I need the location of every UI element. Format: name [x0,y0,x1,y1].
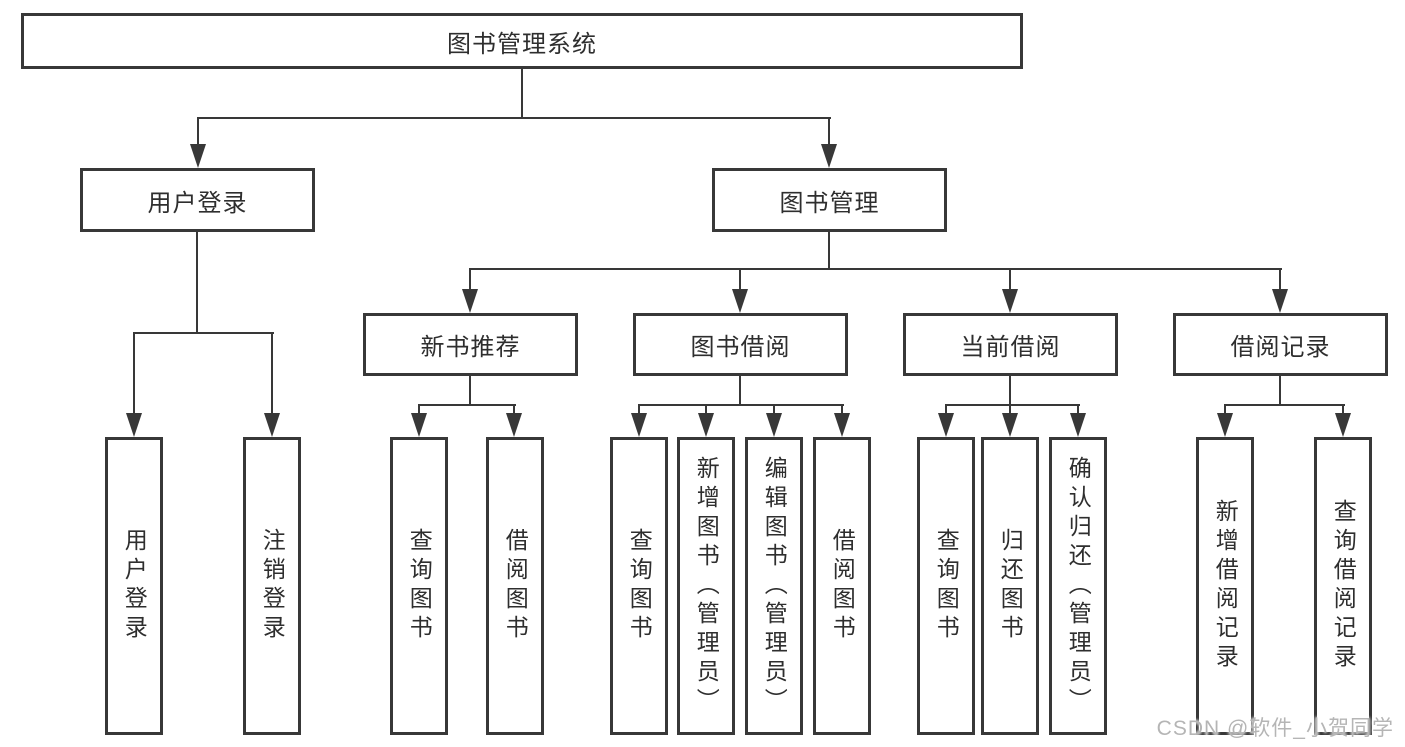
connector-drop-leaf [1077,404,1079,416]
arrow-down-icon [411,413,427,437]
node-current-borrow: 当前借阅 [903,313,1118,376]
arrow-down-icon [766,413,782,437]
node-leaf-borrow-book-borrow: 借阅图书 [813,437,871,735]
connector-borrow-record-bar [1224,404,1345,406]
node-user-login: 用户登录 [80,168,315,232]
node-leaf-query-book-recommend-label: 查询图书 [406,528,433,644]
connector-drop-leaf-logout [271,332,273,416]
connector-borrow-record-stem [1279,375,1281,406]
connector-drop-leaf [418,404,420,416]
arrow-down-icon [190,144,206,168]
node-new-book-recommend-label: 新书推荐 [420,334,521,361]
arrow-down-icon [1002,289,1018,313]
arrow-down-icon [938,413,954,437]
arrow-down-icon [1002,413,1018,437]
node-leaf-borrow-book-borrow-label: 借阅图书 [829,528,856,644]
node-leaf-confirm-return-admin: 确认归还（管理员） [1049,437,1107,735]
connector-drop-leaf [1009,404,1011,416]
arrow-down-icon [1217,413,1233,437]
node-leaf-query-book-borrow-label: 查询图书 [626,528,653,644]
node-leaf-add-borrow-record-label: 新增借阅记录 [1212,499,1239,673]
node-leaf-query-borrow-record-label: 查询借阅记录 [1330,499,1357,673]
connector-drop-leaf [638,404,640,416]
node-book-borrow: 图书借阅 [633,313,848,376]
connector-level2-bar [197,117,831,119]
connector-drop-leaf [841,404,843,416]
connector-new-book-recommend-stem [469,375,471,406]
arrow-down-icon [631,413,647,437]
connector-book-management-stem [828,230,830,270]
connector-book-borrow-bar [638,404,844,406]
arrow-down-icon [1272,289,1288,313]
connector-root-stem [521,69,523,119]
arrow-down-icon [126,413,142,437]
node-leaf-return-book-label: 归还图书 [997,528,1024,644]
connector-drop-leaf [1342,404,1344,416]
node-borrow-record: 借阅记录 [1173,313,1388,376]
node-leaf-query-book-current-label: 查询图书 [933,528,960,644]
node-leaf-add-book-admin: 新增图书（管理员） [677,437,735,735]
connector-drop-book-management [828,117,830,147]
node-leaf-user-login-label: 用户登录 [121,528,148,644]
arrow-down-icon [1070,413,1086,437]
node-leaf-logout-label: 注销登录 [259,528,286,644]
node-leaf-query-book-recommend: 查询图书 [390,437,448,735]
connector-current-borrow-stem [1009,375,1011,406]
node-leaf-query-book-current: 查询图书 [917,437,975,735]
arrow-down-icon [506,413,522,437]
connector-drop-new-book-recommend [469,268,471,292]
connector-book-borrow-stem [739,375,741,406]
arrow-down-icon [1335,413,1351,437]
connector-user-login-stem [196,230,198,334]
node-book-management-label: 图书管理 [779,189,880,217]
node-leaf-query-borrow-record: 查询借阅记录 [1314,437,1372,735]
node-user-login-label: 用户登录 [147,189,248,217]
connector-drop-user-login [197,117,199,147]
node-leaf-edit-book-admin-label: 编辑图书（管理员） [761,455,788,717]
arrow-down-icon [264,413,280,437]
node-current-borrow-label: 当前借阅 [960,334,1061,361]
node-leaf-add-borrow-record: 新增借阅记录 [1196,437,1254,735]
node-root-label: 图书管理系统 [447,30,597,58]
connector-drop-leaf-user-login [133,332,135,416]
node-book-management: 图书管理 [712,168,947,232]
connector-current-borrow-bar [945,404,1080,406]
connector-drop-borrow-record [1279,268,1281,292]
node-new-book-recommend: 新书推荐 [363,313,578,376]
connector-user-login-bar [133,332,274,334]
connector-drop-book-borrow [739,268,741,292]
node-leaf-borrow-book-recommend-label: 借阅图书 [502,528,529,644]
node-book-borrow-label: 图书借阅 [690,334,791,361]
node-leaf-edit-book-admin: 编辑图书（管理员） [745,437,803,735]
node-leaf-borrow-book-recommend: 借阅图书 [486,437,544,735]
node-leaf-return-book: 归还图书 [981,437,1039,735]
node-leaf-user-login: 用户登录 [105,437,163,735]
connector-new-book-recommend-bar [418,404,516,406]
connector-drop-leaf [513,404,515,416]
connector-drop-leaf [1224,404,1226,416]
connector-drop-leaf [773,404,775,416]
node-leaf-add-book-admin-label: 新增图书（管理员） [693,455,720,717]
node-root: 图书管理系统 [21,13,1023,69]
node-borrow-record-label: 借阅记录 [1230,334,1331,361]
connector-drop-leaf [705,404,707,416]
arrow-down-icon [698,413,714,437]
connector-level3-bar [469,268,1282,270]
arrow-down-icon [834,413,850,437]
arrow-down-icon [462,289,478,313]
node-leaf-logout: 注销登录 [243,437,301,735]
arrow-down-icon [821,144,837,168]
connector-drop-current-borrow [1009,268,1011,292]
arrow-down-icon [732,289,748,313]
csdn-watermark: CSDN @软件_小贺同学 [1156,717,1394,740]
connector-drop-leaf [945,404,947,416]
node-leaf-query-book-borrow: 查询图书 [610,437,668,735]
node-leaf-confirm-return-admin-label: 确认归还（管理员） [1065,455,1092,717]
